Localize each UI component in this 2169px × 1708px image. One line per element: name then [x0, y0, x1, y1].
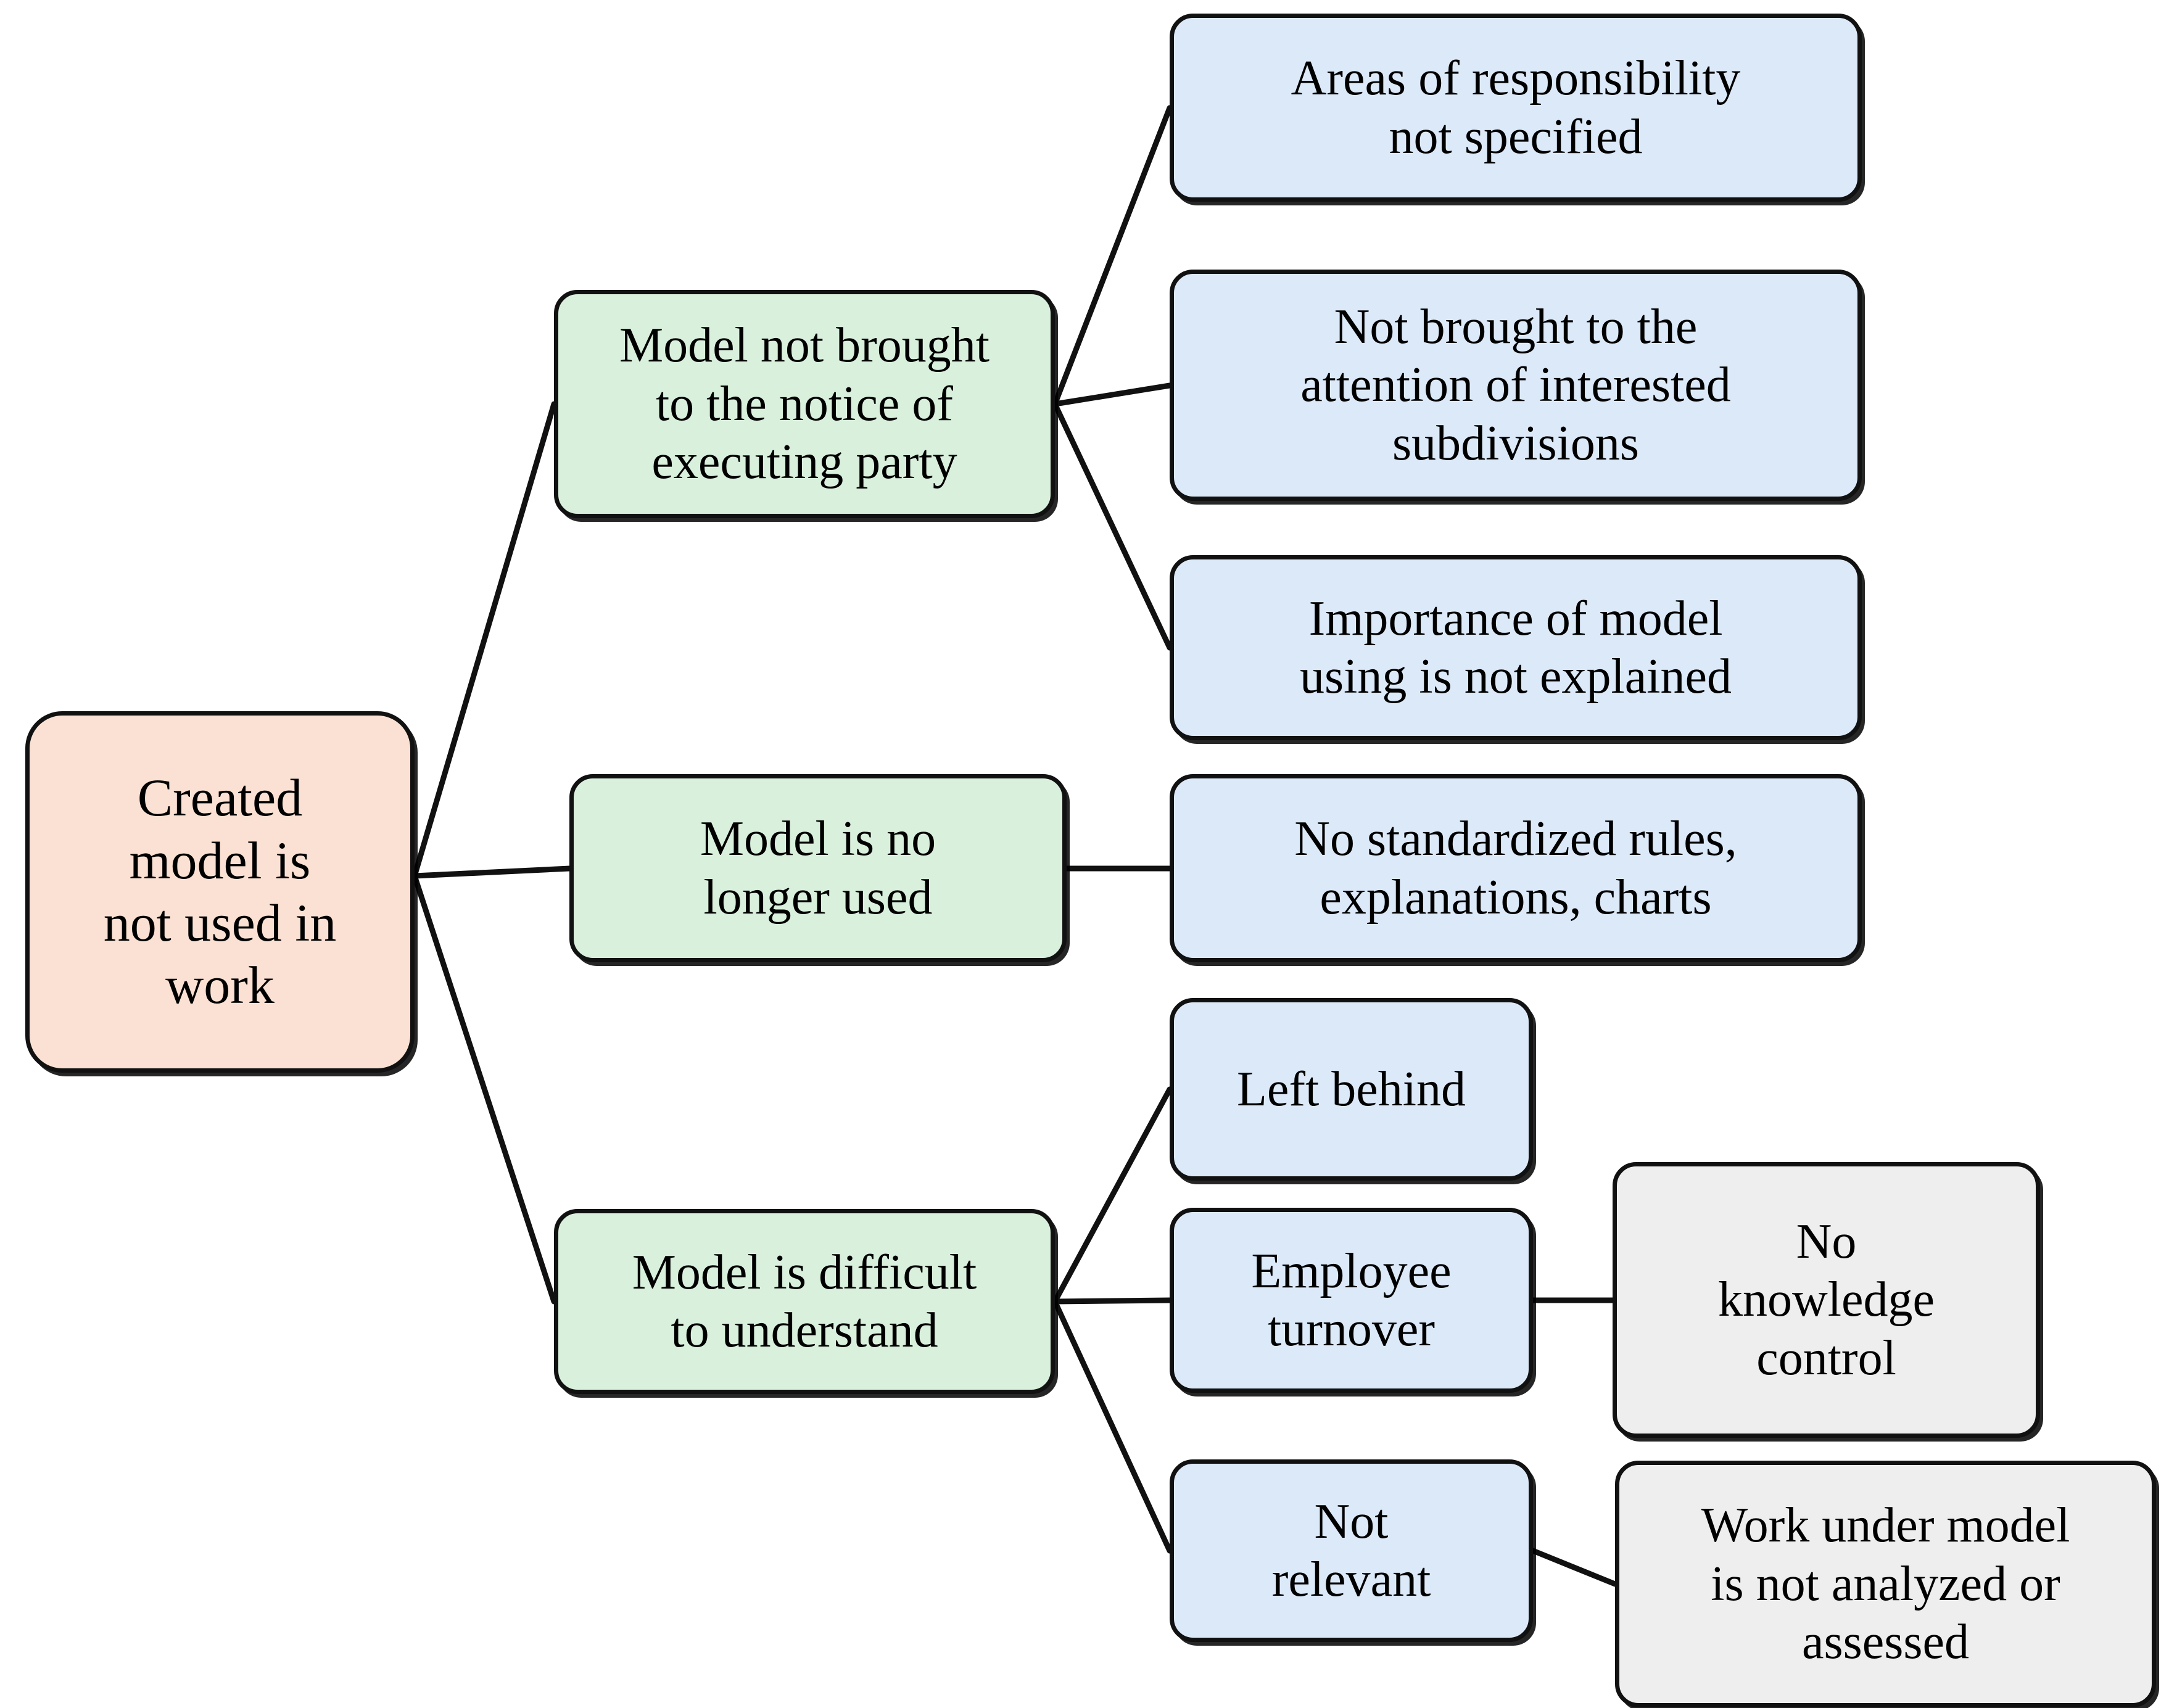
- edge-root-to-g1: [411, 401, 557, 879]
- node-label: Areas of responsibility not specified: [1291, 51, 1741, 164]
- node-model-difficult-to-understand[interactable]: Model is difficult to understand: [554, 1209, 1055, 1394]
- edge-b7-to-y2: [1530, 1548, 1618, 1587]
- edge-g3-to-b7: [1052, 1298, 1173, 1554]
- node-employee-turnover[interactable]: Employee turnover: [1170, 1208, 1533, 1393]
- edge-g3-to-b6: [1052, 1297, 1173, 1305]
- node-importance-of-model-not-explained[interactable]: Importance of model using is not explain…: [1170, 555, 1862, 740]
- edge-root-to-g3: [411, 873, 557, 1305]
- node-areas-of-responsibility-not-specified[interactable]: Areas of responsibility not specified: [1170, 14, 1862, 202]
- node-label: No standardized rules, explanations, cha…: [1294, 812, 1737, 925]
- node-label: No knowledge control: [1717, 1214, 1935, 1385]
- node-label: Model not brought to the notice of execu…: [619, 318, 989, 490]
- node-no-standardized-rules[interactable]: No standardized rules, explanations, cha…: [1170, 774, 1862, 962]
- edge-g3-to-b5: [1052, 1086, 1173, 1305]
- node-label: Importance of model using is not explain…: [1300, 591, 1732, 704]
- node-work-not-analyzed-or-assessed[interactable]: Work under model is not analyzed or asse…: [1615, 1461, 2156, 1707]
- node-no-knowledge-control[interactable]: No knowledge control: [1613, 1162, 2040, 1438]
- node-left-behind[interactable]: Left behind: [1170, 998, 1533, 1181]
- node-label: Left behind: [1237, 1062, 1466, 1116]
- node-label: Employee turnover: [1251, 1244, 1452, 1356]
- node-model-no-longer-used[interactable]: Model is no longer used: [569, 774, 1067, 962]
- node-label: Created model is not used in work: [103, 768, 337, 1015]
- node-model-not-brought-to-notice[interactable]: Model not brought to the notice of execu…: [554, 290, 1055, 518]
- edge-g1-to-b2: [1052, 382, 1173, 407]
- node-not-brought-to-attention-of-subdivisions[interactable]: Not brought to the attention of interest…: [1170, 270, 1862, 501]
- node-label: Not brought to the attention of interest…: [1300, 299, 1731, 471]
- edge-root-to-g2: [411, 865, 572, 879]
- node-not-relevant[interactable]: Not relevant: [1170, 1459, 1533, 1642]
- node-label: Not relevant: [1271, 1494, 1431, 1607]
- node-label: Work under model is not analyzed or asse…: [1701, 1498, 2070, 1670]
- node-label: Model is no longer used: [700, 812, 936, 925]
- edge-g1-to-b3: [1052, 401, 1173, 651]
- edge-g1-to-b1: [1052, 105, 1173, 407]
- node-root-created-model-not-used[interactable]: Created model is not used in work: [25, 711, 415, 1073]
- node-label: Model is difficult to understand: [632, 1245, 977, 1358]
